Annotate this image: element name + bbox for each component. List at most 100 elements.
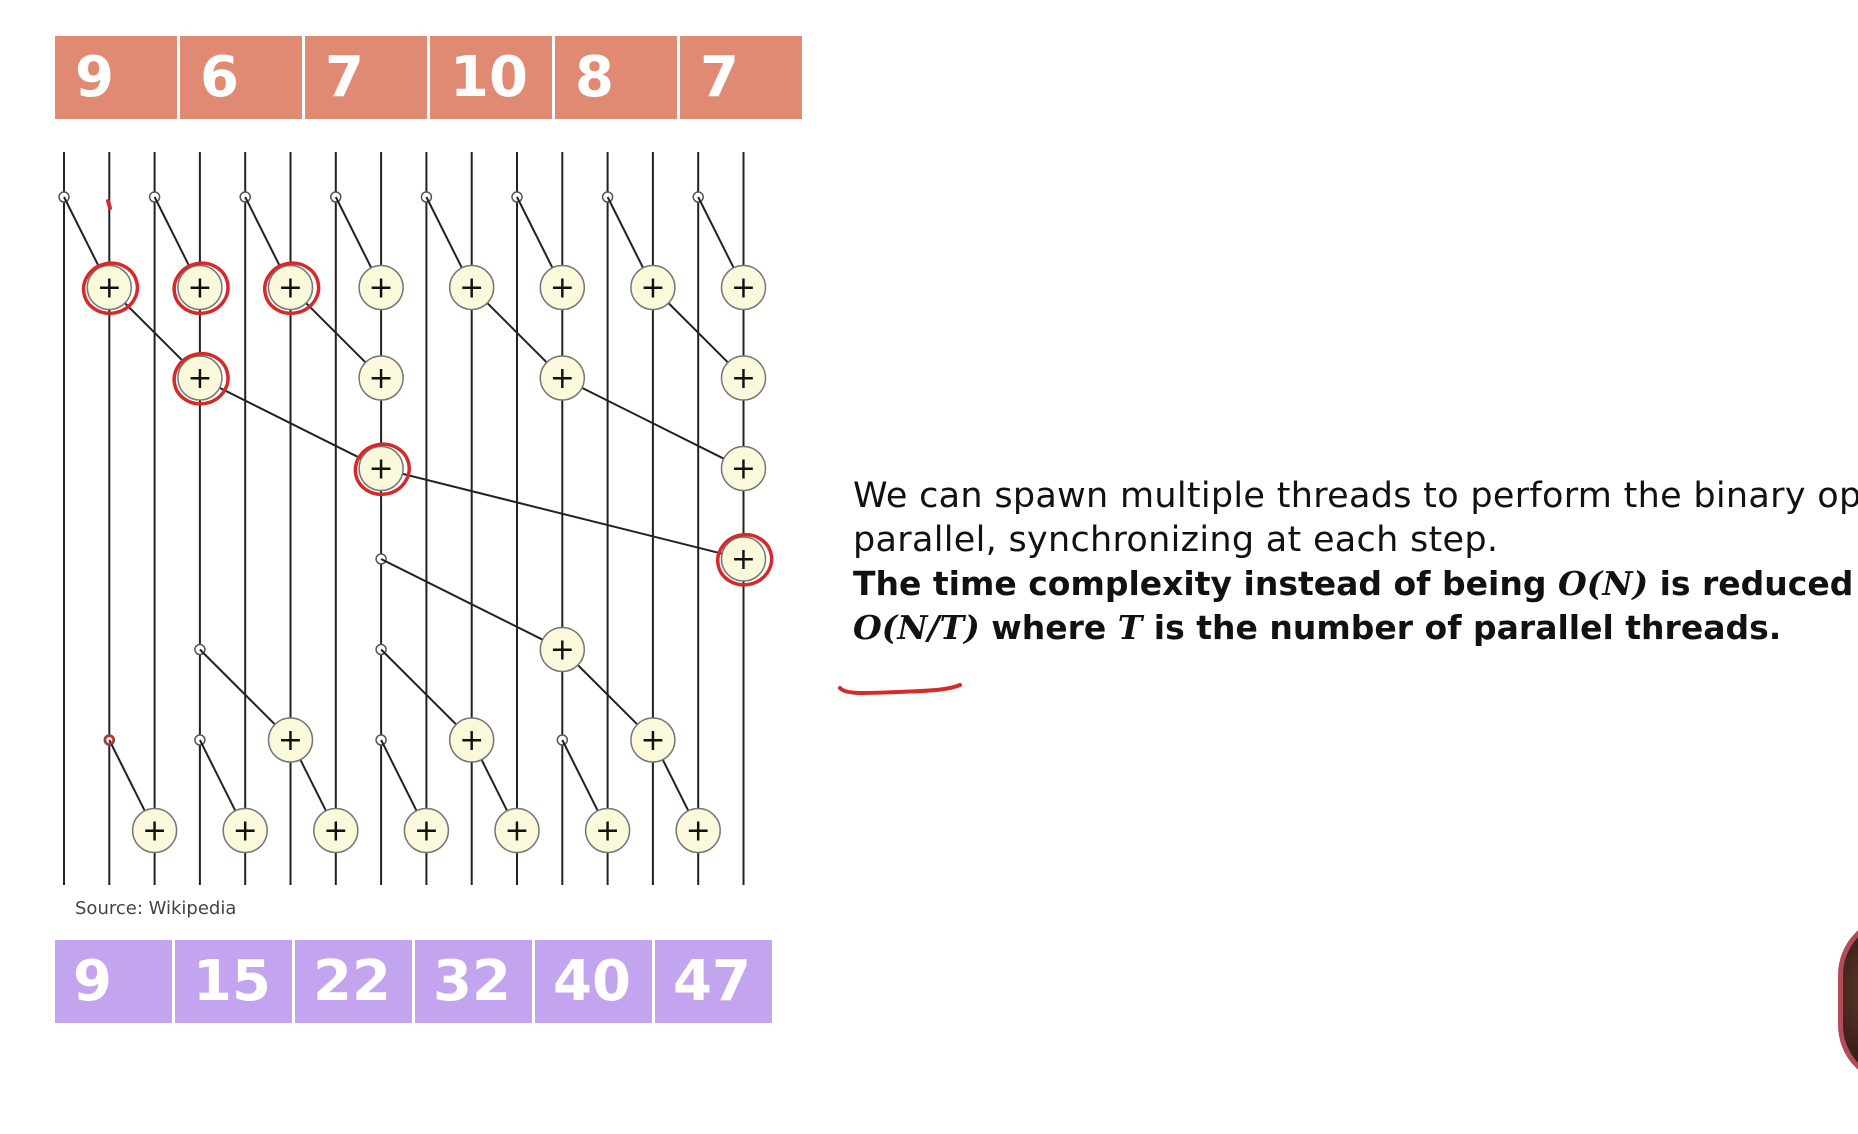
plus-icon: + xyxy=(187,271,212,306)
plus-icon: + xyxy=(640,271,665,306)
annotation-circle-2 xyxy=(263,261,321,316)
complexity-suffix: is reduced to xyxy=(1659,564,1858,603)
plus-operator-6: + xyxy=(630,264,676,311)
plus-icon: + xyxy=(640,723,665,758)
complexity-line-2: O(N/T) where T is the number of parallel… xyxy=(853,606,1858,650)
annotation-tick-top xyxy=(106,199,112,210)
operator-circle xyxy=(448,264,495,311)
operator-circle xyxy=(358,264,404,311)
plus-icon: + xyxy=(369,271,394,306)
plus-operator-0: + xyxy=(86,264,133,311)
connection-7 xyxy=(697,196,735,269)
connection-13 xyxy=(561,377,725,460)
plus-operator-16: + xyxy=(267,717,314,763)
plus-icon: + xyxy=(731,452,756,487)
connection-0 xyxy=(63,196,101,269)
plus-operator-7: + xyxy=(720,264,767,311)
connection-20 xyxy=(199,739,237,812)
operator-circle xyxy=(720,536,767,582)
operators: ++++++++++++++++++++++++++ xyxy=(86,264,767,854)
operator-circle xyxy=(494,807,540,854)
plus-operator-13: + xyxy=(720,445,767,492)
plus-operator-23: + xyxy=(494,807,540,854)
operator-circle xyxy=(539,355,586,401)
parallel-prefix-sum-network: ++++++++++++++++++++++++++ xyxy=(58,152,774,885)
connection-22 xyxy=(380,739,418,812)
plus-operator-21: + xyxy=(313,807,359,854)
plus-operator-22: + xyxy=(403,807,450,854)
input-cell-0: 9 xyxy=(55,36,177,119)
plus-icon: + xyxy=(504,814,529,849)
connection-1 xyxy=(153,196,191,269)
plus-icon: + xyxy=(323,814,348,849)
output-cell-4: 40 xyxy=(535,940,652,1023)
operator-circle xyxy=(403,807,450,854)
plus-operator-1: + xyxy=(177,264,223,311)
input-cell-2: 7 xyxy=(305,36,427,119)
input-cell-3: 10 xyxy=(430,36,552,119)
red-underline-annotation xyxy=(838,683,962,696)
plus-operator-11: + xyxy=(720,355,767,401)
plus-operator-9: + xyxy=(358,355,404,401)
operator-circle xyxy=(313,807,359,854)
presenter-webcam xyxy=(1838,915,1858,1085)
plus-operator-10: + xyxy=(539,355,586,401)
operator-circle xyxy=(358,355,404,401)
plus-icon: + xyxy=(187,361,212,396)
annotation-circle-1 xyxy=(172,261,230,316)
explanation-text: We can spawn multiple threads to perform… xyxy=(853,474,1858,650)
operator-circle xyxy=(539,626,586,673)
plus-operator-3: + xyxy=(358,264,404,311)
connection-14 xyxy=(380,467,723,555)
input-cell-5: 7 xyxy=(680,36,802,119)
plus-operator-2: + xyxy=(267,264,314,311)
plus-operator-19: + xyxy=(131,807,178,854)
annotation-tick-bottom xyxy=(104,735,115,745)
output-cell-1: 15 xyxy=(175,940,292,1023)
connection-24 xyxy=(561,739,599,812)
annotation-circle-12 xyxy=(353,442,411,497)
operator-circle xyxy=(448,717,495,763)
operator-circle xyxy=(267,264,314,311)
plus-icon: + xyxy=(369,361,394,396)
operator-circle xyxy=(222,807,268,854)
connection-19 xyxy=(108,739,146,812)
operator-circle xyxy=(267,717,314,763)
source-caption: Source: Wikipedia xyxy=(75,898,237,919)
plus-operator-20: + xyxy=(222,807,268,854)
complexity-end: is the number of parallel threads. xyxy=(1142,608,1782,647)
plus-operator-17: + xyxy=(448,717,495,763)
connection-6 xyxy=(606,196,644,269)
output-cell-5: 47 xyxy=(655,940,772,1023)
plus-icon: + xyxy=(731,542,756,577)
plus-operator-18: + xyxy=(630,717,676,763)
plus-icon: + xyxy=(731,271,756,306)
operator-circle xyxy=(720,445,767,492)
plus-operator-5: + xyxy=(539,264,586,311)
connection-15 xyxy=(380,558,544,641)
operator-circle xyxy=(720,264,767,311)
explanation-line-2: parallel, synchronizing at each step. xyxy=(853,520,1499,560)
plus-icon: + xyxy=(233,814,258,849)
wires xyxy=(63,152,745,885)
output-cell-0: 9 xyxy=(55,940,172,1023)
output-cell-3: 32 xyxy=(415,940,532,1023)
connection-12 xyxy=(199,377,362,460)
operator-circle xyxy=(584,807,631,854)
complexity-mid: where xyxy=(979,608,1118,647)
plus-icon: + xyxy=(550,633,575,668)
operator-circle xyxy=(86,264,133,311)
plus-icon: + xyxy=(97,271,122,306)
connection-4 xyxy=(425,196,463,269)
annotation-circle-14 xyxy=(716,532,774,587)
plus-icon: + xyxy=(459,723,484,758)
plus-icon: + xyxy=(550,361,575,396)
red-circle-annotations xyxy=(81,199,774,745)
big-o-n: O(N) xyxy=(1557,564,1649,603)
explanation-line-1: We can spawn multiple threads to perform… xyxy=(853,476,1858,516)
connection-5 xyxy=(516,196,554,269)
complexity-line-1: The time complexity instead of being O(N… xyxy=(853,562,1858,606)
plus-operator-25: + xyxy=(675,807,721,854)
